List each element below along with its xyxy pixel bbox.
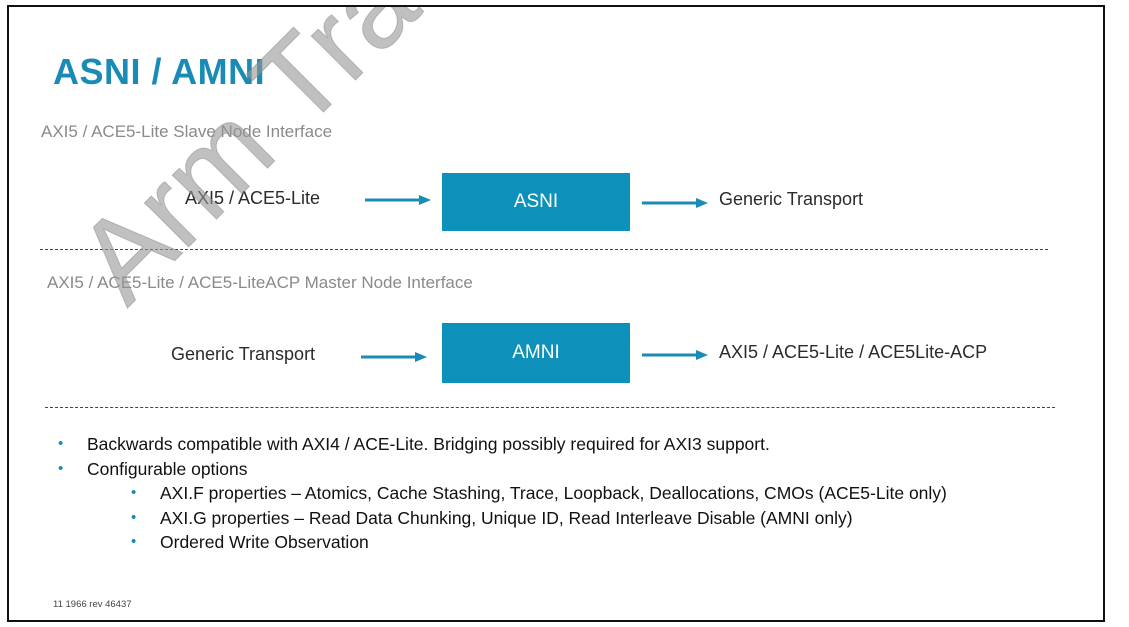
amni-section-label: AXI5 / ACE5-Lite / ACE5-LiteACP Master N… bbox=[47, 273, 473, 292]
list-item: • AXI.G properties – Read Data Chunking,… bbox=[128, 506, 947, 531]
asni-output-arrow bbox=[642, 198, 708, 208]
amni-input-arrow bbox=[361, 352, 427, 362]
amni-node-label: AMNI bbox=[512, 342, 560, 363]
divider-top bbox=[40, 249, 1048, 250]
sub-bullet-list: • AXI.F properties – Atomics, Cache Stas… bbox=[87, 481, 947, 555]
bullet-glyph: • bbox=[131, 533, 137, 550]
sub-bullet-text: AXI.F properties – Atomics, Cache Stashi… bbox=[160, 483, 947, 503]
asni-node: ASNI bbox=[442, 173, 630, 231]
asni-input-label: AXI5 / ACE5-Lite bbox=[185, 188, 321, 208]
bullet-glyph: • bbox=[58, 435, 64, 452]
list-item: • Backwards compatible with AXI4 / ACE-L… bbox=[55, 432, 947, 457]
bullet-glyph: • bbox=[131, 484, 137, 501]
amni-output-label: AXI5 / ACE5-Lite / ACE5Lite-ACP bbox=[719, 342, 988, 362]
bullet-glyph: • bbox=[131, 508, 137, 526]
bullet-list: • Backwards compatible with AXI4 / ACE-L… bbox=[55, 432, 947, 555]
asni-node-label: ASNI bbox=[513, 191, 559, 212]
list-item: • AXI.F properties – Atomics, Cache Stas… bbox=[128, 481, 947, 506]
bullet-glyph: • bbox=[58, 459, 64, 477]
slide: ASNI / AMNI AXI5 / ACE5-Lite Slave Node … bbox=[7, 5, 1105, 622]
divider-bottom bbox=[45, 407, 1055, 408]
amni-input-label: Generic Transport bbox=[171, 344, 316, 364]
amni-output-arrow bbox=[642, 350, 708, 360]
asni-section-label: AXI5 / ACE5-Lite Slave Node Interface bbox=[41, 122, 333, 141]
asni-output-label: Generic Transport bbox=[719, 189, 864, 209]
slide-footer: 11 1966 rev 46437 bbox=[53, 599, 132, 610]
amni-node: AMNI bbox=[442, 323, 630, 383]
list-item: • Configurable options • AXI.F propertie… bbox=[55, 457, 947, 555]
sub-bullet-text: AXI.G properties – Read Data Chunking, U… bbox=[160, 507, 853, 528]
bullet-text: Backwards compatible with AXI4 / ACE-Lit… bbox=[87, 434, 770, 454]
asni-input-arrow bbox=[365, 195, 431, 205]
bullet-text: Configurable options bbox=[87, 458, 248, 479]
sub-bullet-text: Ordered Write Observation bbox=[160, 532, 369, 552]
list-item: • Ordered Write Observation bbox=[128, 530, 947, 555]
page-title: ASNI / AMNI bbox=[53, 51, 266, 92]
